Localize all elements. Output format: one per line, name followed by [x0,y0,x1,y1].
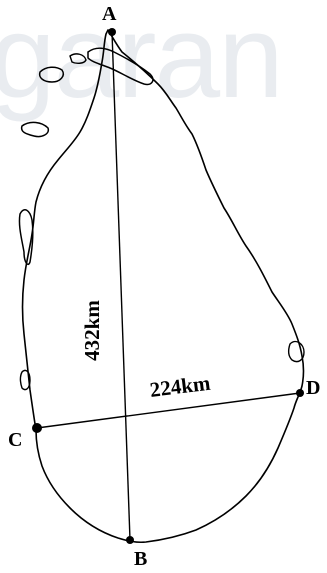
point-c-label: C [8,429,23,451]
point-d-dot [296,389,304,397]
line-c-d [36,392,301,429]
point-d-label: D [306,377,321,399]
point-c-dot [32,423,42,433]
distance-north-south: 432km [79,300,104,361]
northern-island-1 [38,66,64,83]
northern-island-2 [20,121,50,138]
point-b-label: B [134,548,148,570]
point-b-dot [126,536,134,544]
point-a-dot [108,28,116,36]
watermark: garan [0,0,284,123]
northern-peninsula [87,47,154,86]
line-a-b [111,31,131,541]
west-lagoon [19,369,31,391]
northern-island-3 [69,53,87,65]
mannar-spit [18,209,34,266]
east-lagoon [287,340,305,363]
island-outline [21,29,305,544]
point-a-label: A [102,3,117,25]
